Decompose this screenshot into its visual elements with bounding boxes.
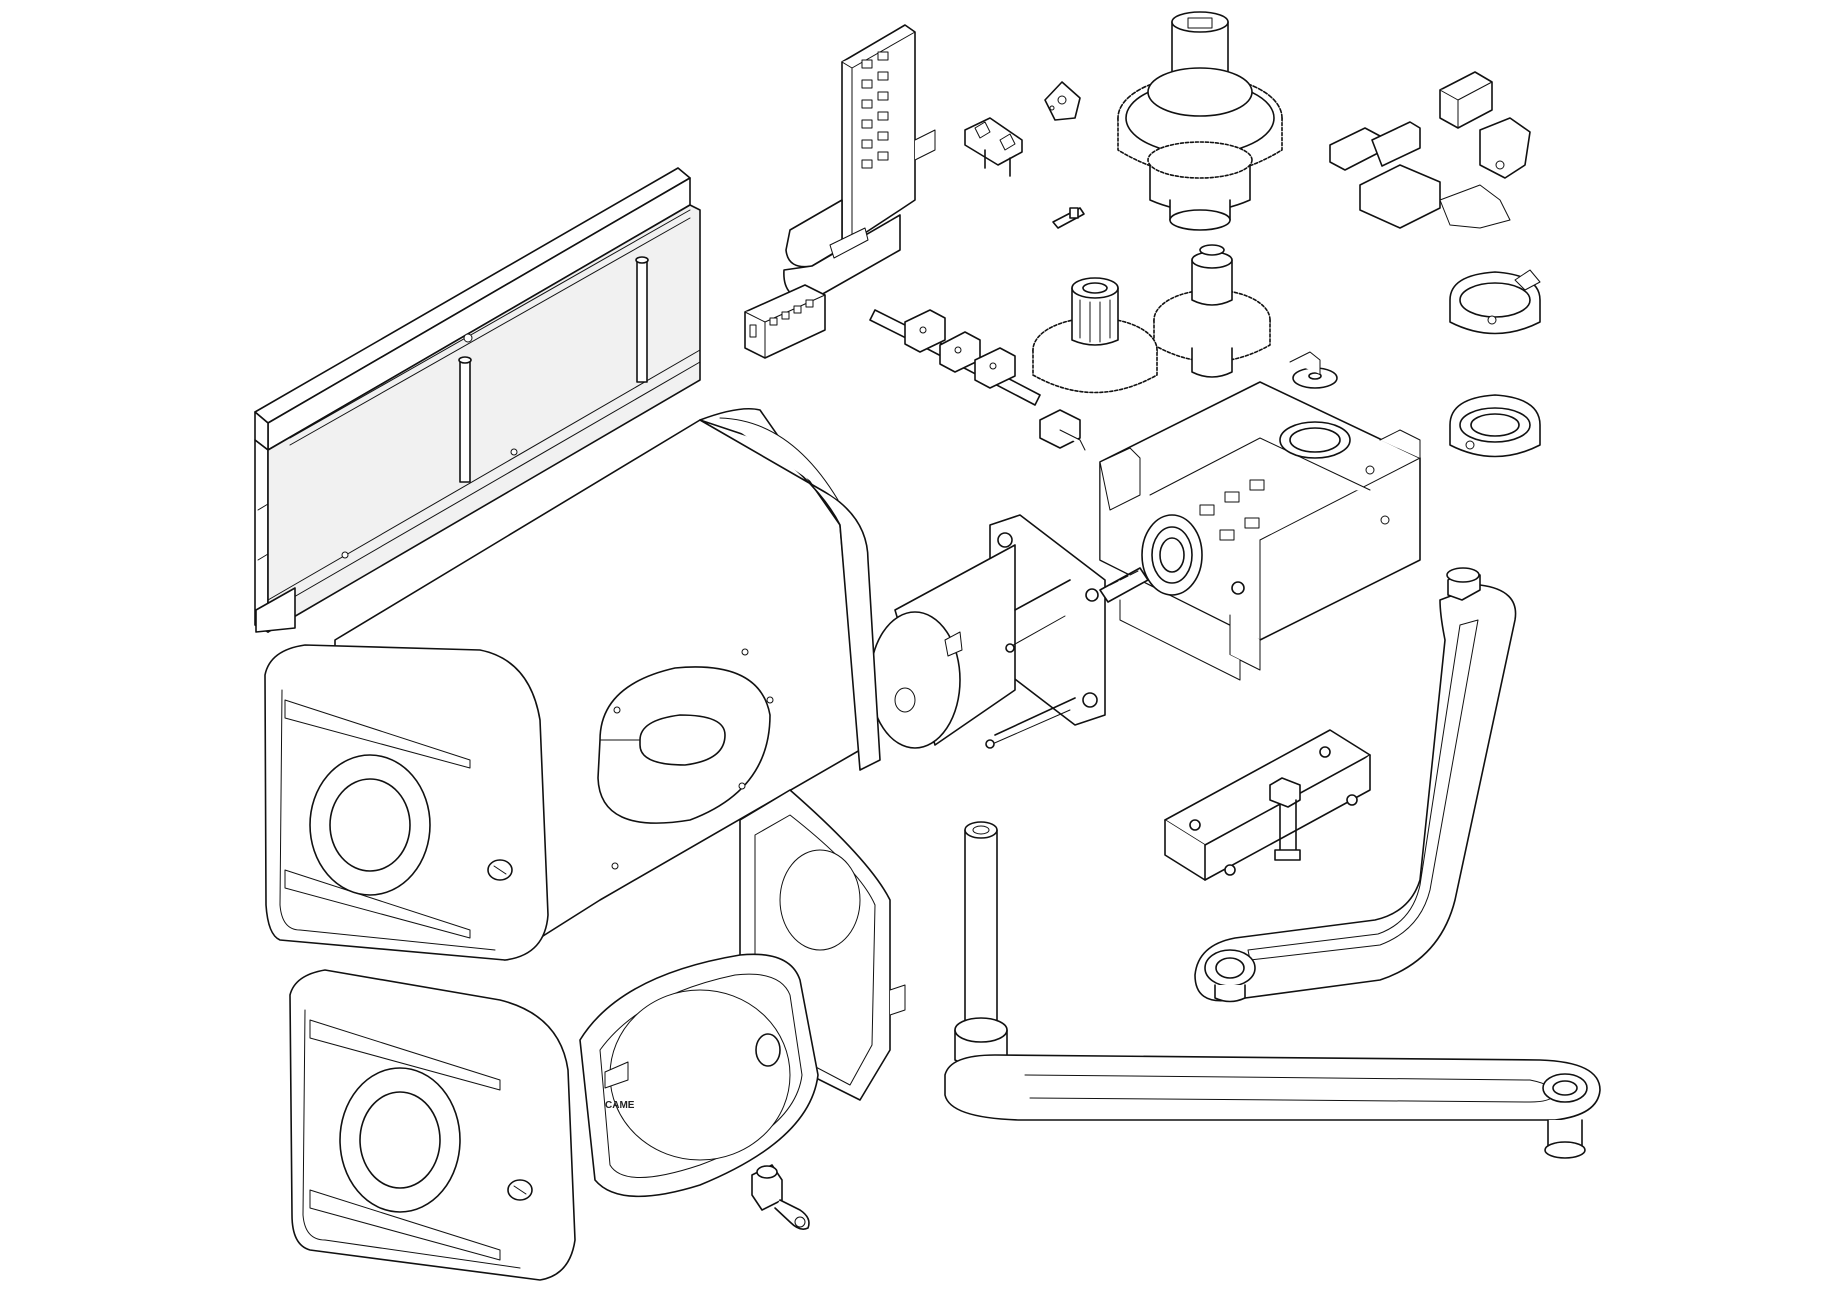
gearbox-housing — [1099, 351, 1421, 681]
small-pin — [1052, 207, 1085, 229]
end-cap-front — [264, 644, 549, 961]
gate-bracket — [1164, 729, 1371, 881]
curved-arm — [1194, 567, 1517, 1003]
limit-switch-group — [1329, 71, 1531, 229]
door-logo-text: CAME — [605, 1100, 635, 1111]
mounting-rail — [254, 167, 701, 633]
output-gear — [1117, 11, 1283, 231]
cam-ring-closed — [1449, 394, 1541, 458]
terminal-block — [744, 284, 826, 359]
electric-motor — [869, 514, 1149, 749]
cam-shaft-assembly — [869, 309, 1086, 451]
intermediate-gear-a — [1153, 244, 1271, 378]
release-door: CAME — [579, 789, 906, 1198]
release-key-lock — [751, 1164, 810, 1230]
straight-arm — [944, 821, 1601, 1159]
cam-ring-open — [1449, 269, 1541, 335]
intermediate-gear-b — [1032, 277, 1158, 394]
end-cap-rear — [289, 969, 576, 1281]
small-clip — [1044, 81, 1081, 121]
terminal-bracket — [783, 24, 936, 301]
small-clamp — [964, 117, 1023, 177]
